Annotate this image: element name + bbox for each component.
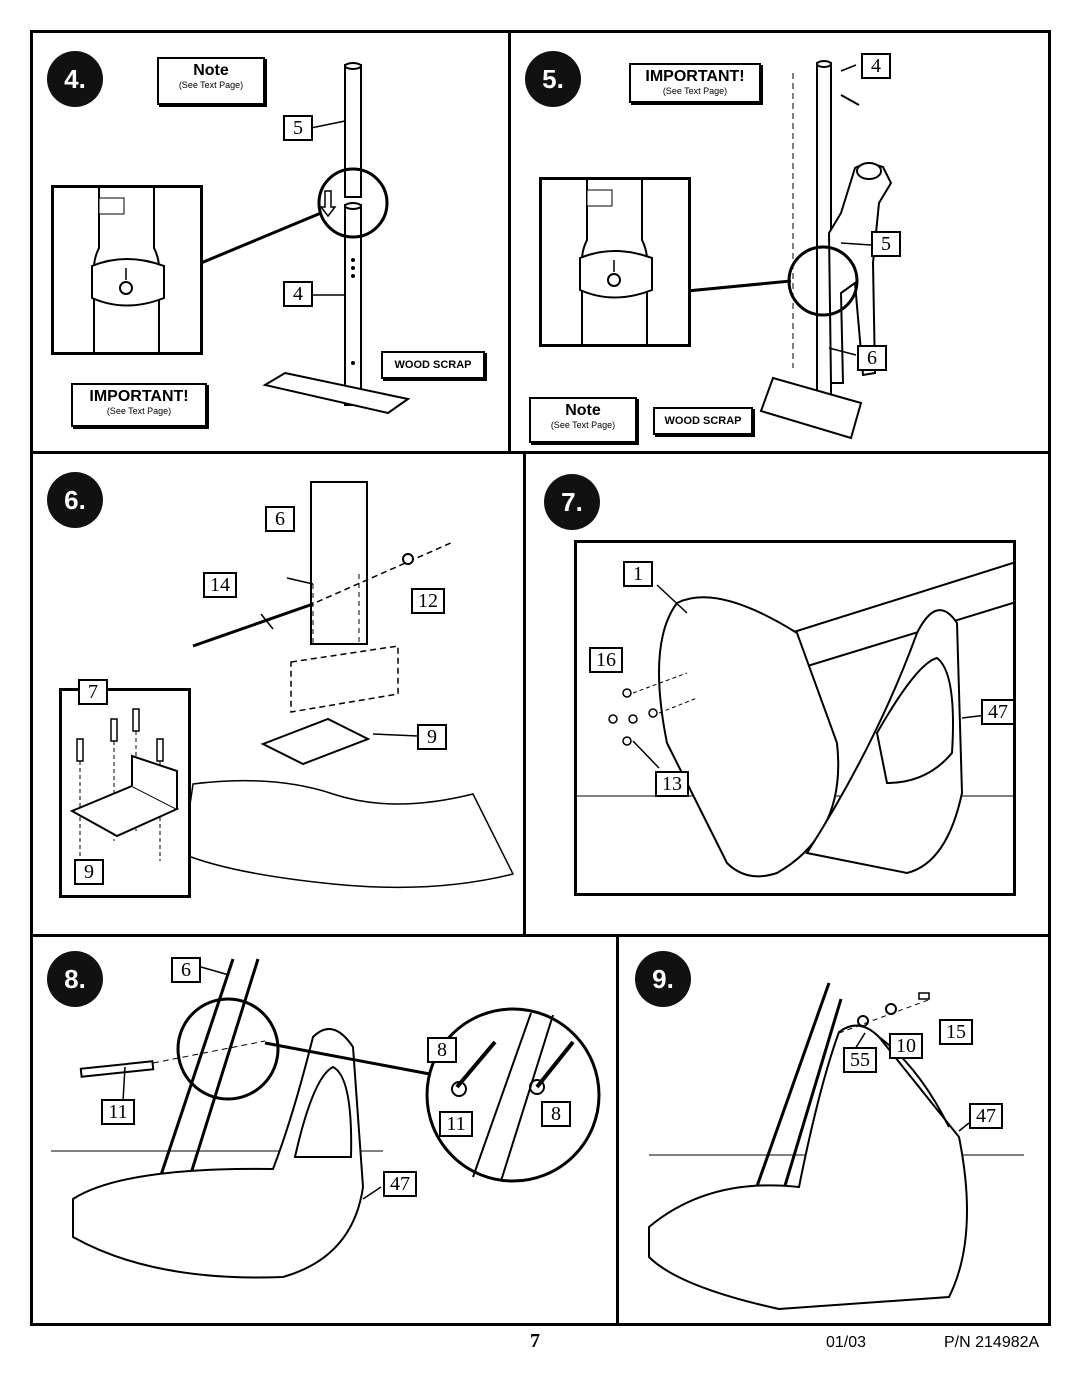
base-assembly-drawing bbox=[577, 562, 1013, 878]
callout-6: 6 bbox=[265, 506, 295, 532]
callout-12: 12 bbox=[411, 588, 445, 614]
step-9-illustration bbox=[648, 982, 1024, 1311]
detail-inset bbox=[539, 177, 691, 347]
note-box: Note (See Text Page) bbox=[157, 57, 265, 105]
page-number: 7 bbox=[530, 1330, 540, 1352]
callout-15: 15 bbox=[939, 1019, 973, 1045]
important-box: IMPORTANT! (See Text Page) bbox=[71, 383, 207, 427]
revision-date: 01/03 bbox=[826, 1334, 867, 1351]
callout-5: 5 bbox=[871, 231, 901, 257]
part-number: P/N 214982A bbox=[944, 1334, 1040, 1351]
step-5-number: 5. bbox=[525, 51, 581, 107]
step-7-panel: 7. 1 16 47 13 bbox=[523, 451, 1051, 937]
callout-8: 8 bbox=[541, 1101, 571, 1127]
step-8-panel: 8. 6 11 8 11 8 47 bbox=[30, 934, 619, 1326]
callout-13: 13 bbox=[655, 771, 689, 797]
step-6-panel: 6. 6 14 12 9 7 9 bbox=[30, 451, 526, 937]
step-5-panel: 5. IMPORTANT! (See Text Page) 4 5 6 Note… bbox=[508, 30, 1051, 454]
step-9-number: 9. bbox=[635, 951, 691, 1007]
step-4-illustration bbox=[200, 62, 411, 415]
step-4-panel: 4. Note (See Text Page) 5 4 IMPORTANT! (… bbox=[30, 30, 511, 454]
important-box: IMPORTANT! (See Text Page) bbox=[629, 63, 761, 103]
callout-14: 14 bbox=[203, 572, 237, 598]
collar-detail-drawing bbox=[579, 180, 653, 344]
callout-9: 9 bbox=[417, 724, 447, 750]
step-5-illustration bbox=[686, 60, 893, 440]
callout-4: 4 bbox=[283, 281, 313, 307]
callout-1: 1 bbox=[623, 561, 653, 587]
note-subtext: (See Text Page) bbox=[550, 420, 616, 430]
collar-detail-drawing bbox=[91, 188, 165, 352]
callout-47: 47 bbox=[383, 1171, 417, 1197]
bracket-detail-inset: 7 9 bbox=[59, 679, 191, 898]
detail-inset bbox=[51, 185, 203, 355]
important-title: IMPORTANT! bbox=[89, 388, 189, 405]
step-7-number: 7. bbox=[544, 474, 600, 530]
step-4-number: 4. bbox=[47, 51, 103, 107]
callout-6: 6 bbox=[857, 345, 887, 371]
step-9-panel: 9. 15 55 10 47 bbox=[616, 934, 1051, 1326]
callout-47: 47 bbox=[969, 1103, 1003, 1129]
important-subtext: (See Text Page) bbox=[106, 406, 172, 416]
note-title: Note bbox=[193, 62, 229, 79]
important-title: IMPORTANT! bbox=[645, 68, 745, 85]
callout-11: 11 bbox=[101, 1099, 135, 1125]
callout-47: 47 bbox=[981, 699, 1015, 725]
callout-6: 6 bbox=[171, 957, 201, 983]
note-title: Note bbox=[565, 402, 601, 419]
callout-16: 16 bbox=[589, 647, 623, 673]
note-box: Note (See Text Page) bbox=[529, 397, 637, 443]
step-6-illustration bbox=[182, 481, 515, 889]
wood-scrap-label: WOOD SCRAP bbox=[653, 407, 753, 435]
callout-4: 4 bbox=[861, 53, 891, 79]
callout-10: 10 bbox=[889, 1033, 923, 1059]
wood-scrap-label: WOOD SCRAP bbox=[381, 351, 485, 379]
step-8-illustration bbox=[51, 958, 601, 1279]
step-8-number: 8. bbox=[47, 951, 103, 1007]
callout-55: 55 bbox=[843, 1047, 877, 1073]
callout-5: 5 bbox=[283, 115, 313, 141]
bracket-bolts-drawing bbox=[69, 708, 180, 861]
important-subtext: (See Text Page) bbox=[662, 86, 728, 96]
base-detail-inset: 1 16 47 13 bbox=[574, 540, 1016, 896]
step-6-number: 6. bbox=[47, 472, 103, 528]
callout-7: 7 bbox=[78, 679, 108, 705]
callout-8: 8 bbox=[427, 1037, 457, 1063]
callout-11: 11 bbox=[439, 1111, 473, 1137]
note-subtext: (See Text Page) bbox=[178, 80, 244, 90]
callout-9: 9 bbox=[74, 859, 104, 885]
